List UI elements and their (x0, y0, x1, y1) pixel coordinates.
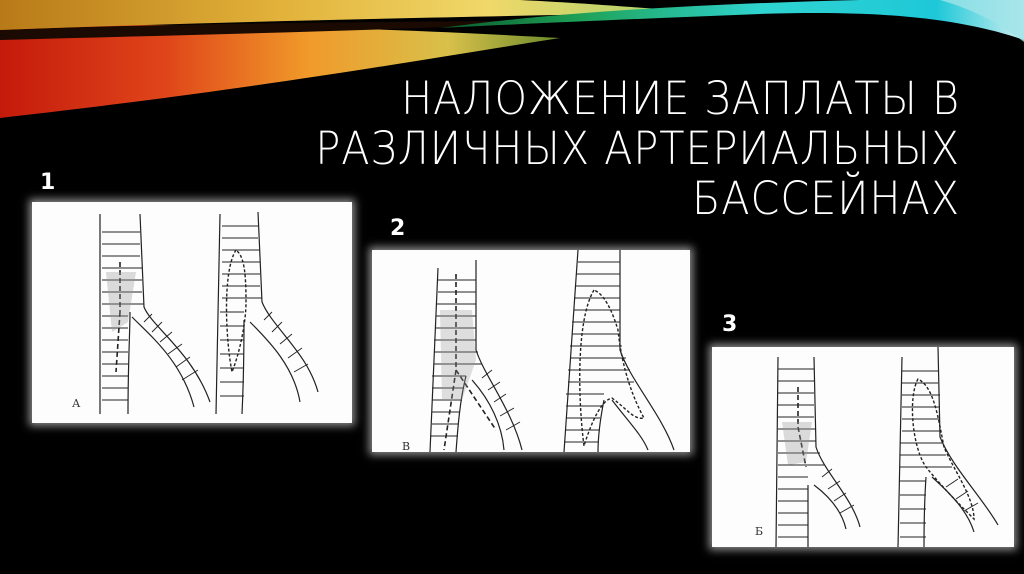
title-line-1: НАЛОЖЕНИЕ ЗАПЛАТЫ В (401, 72, 960, 126)
slide-title: НАЛОЖЕНИЕ ЗАПЛАТЫ В РАЗЛИЧНЫХ АРТЕРИАЛЬН… (298, 74, 960, 224)
figure-1-letter: А (72, 397, 81, 410)
figure-2-image: В (372, 250, 690, 452)
artery-bifurcation-icon (775, 347, 999, 547)
decorative-swoosh-icon (0, 0, 1024, 118)
figure-3-image: Б (712, 347, 1014, 547)
title-line-3: БАССЕЙНАХ (691, 172, 960, 226)
figure-2-letter: В (402, 440, 411, 452)
artery-bifurcation-icon (429, 250, 675, 452)
figure-3-number: 3 (722, 312, 738, 337)
figure-2-number: 2 (390, 216, 406, 241)
figure-1-number: 1 (40, 170, 56, 195)
figure-3-letter: Б (755, 525, 764, 538)
title-line-2: РАЗЛИЧНЫХ АРТЕРИАЛЬНЫХ (315, 122, 960, 176)
artery-bifurcation-icon (99, 211, 319, 415)
figure-1-image: А (32, 202, 352, 423)
